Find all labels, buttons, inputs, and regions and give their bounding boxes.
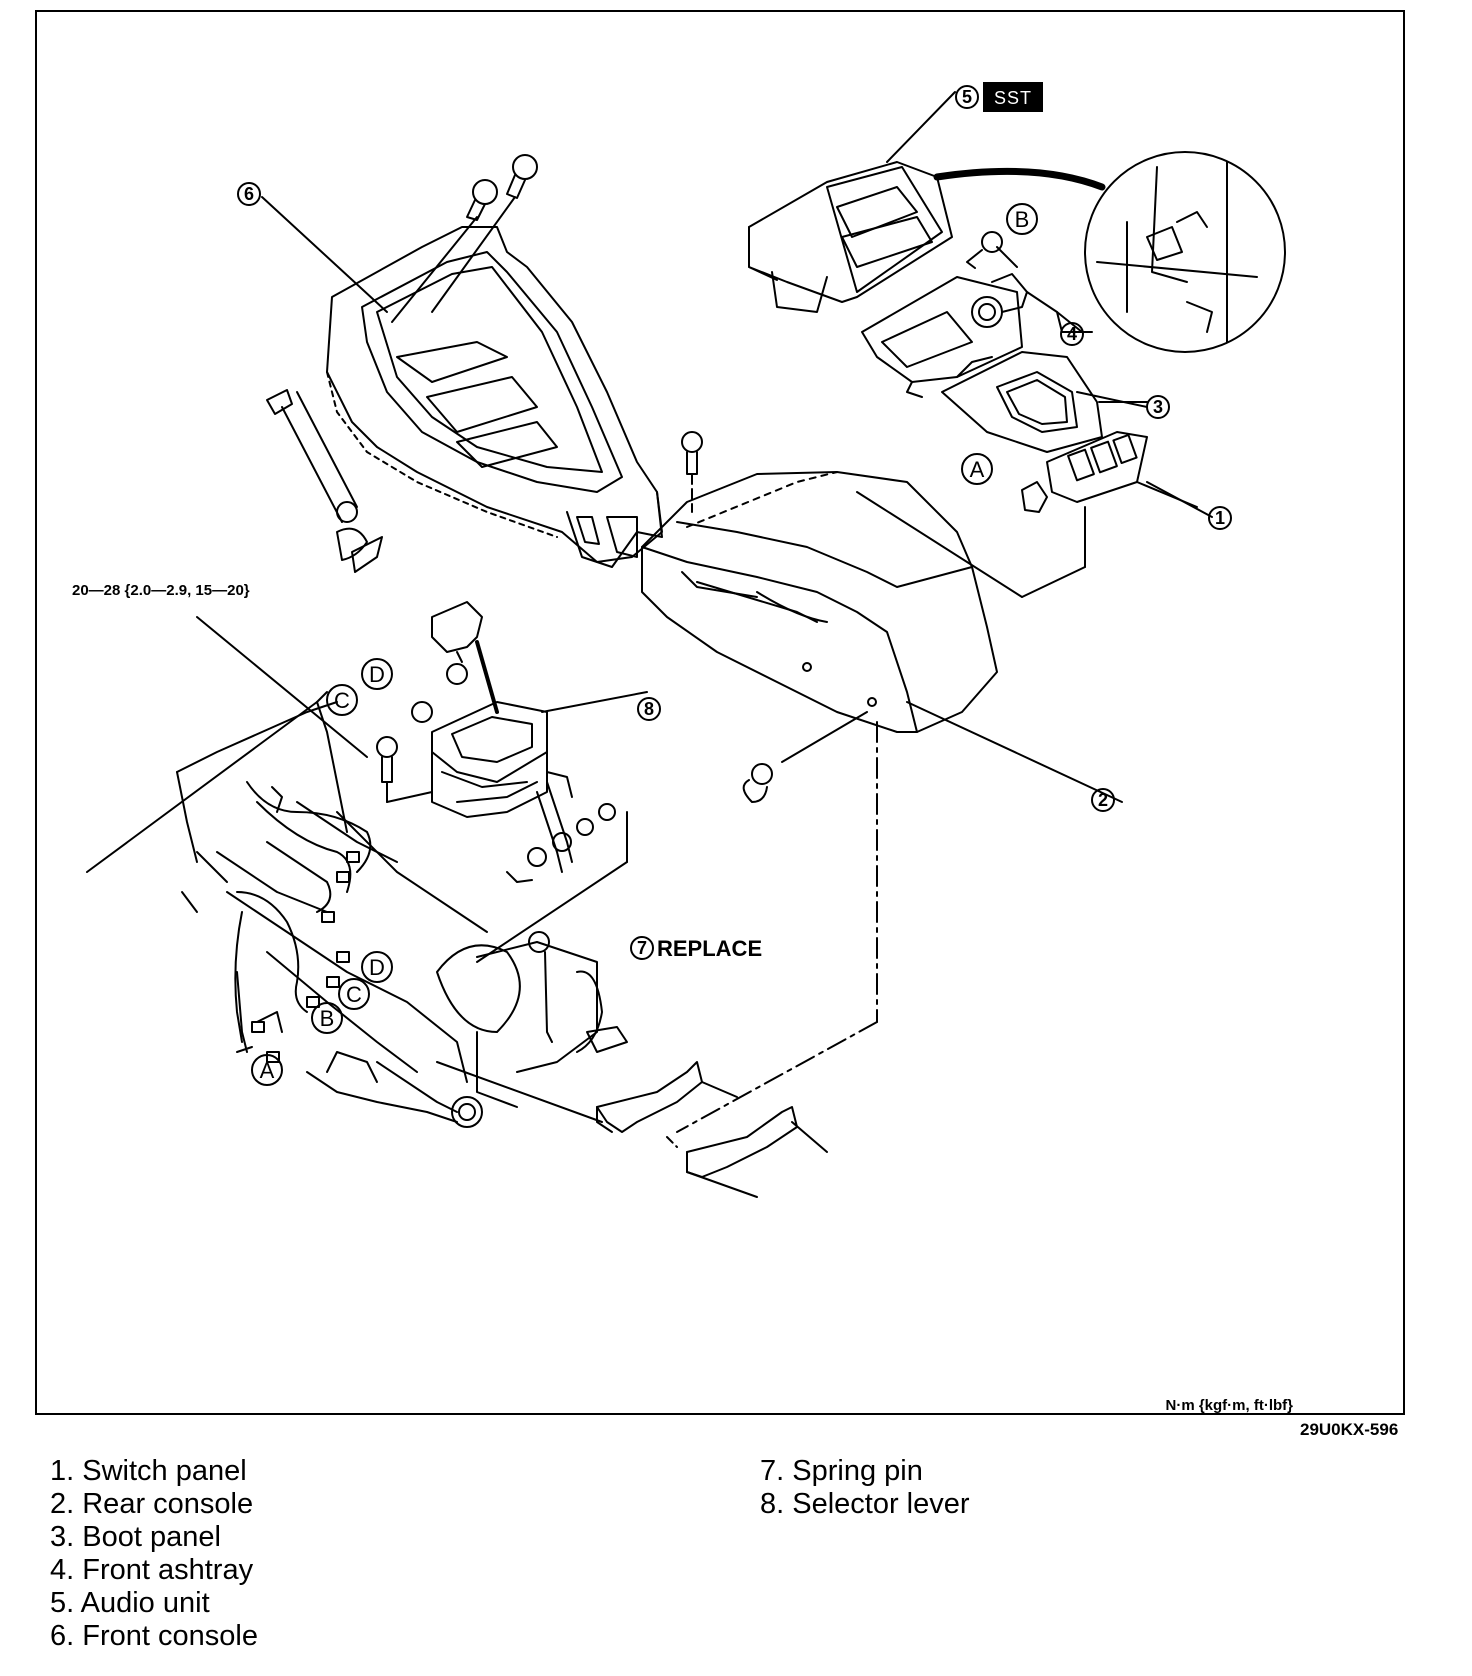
connector-a-bottom: A [260,1058,275,1083]
selector-lever-part [376,601,648,963]
connector-b-top: B [1015,207,1030,232]
callout-6-label: 6 [244,184,254,204]
callout-5-label: 5 [962,87,972,107]
detail-zoom-circle [1084,151,1286,353]
legend-item-front-console: 6. Front console [50,1620,258,1652]
connector-letter-markers: A A B B C C D D [251,203,1038,1086]
front-console-part [326,226,663,568]
front-console-screws [266,154,538,573]
connector-c-top: C [334,688,350,713]
sst-label: SST [994,88,1032,108]
callout-3-label: 3 [1153,397,1163,417]
units-note: N·m {kgf·m, ft·lbf} [1165,1397,1294,1414]
sst-tag [983,82,1043,112]
legend-item-front-ashtray: 4. Front ashtray [50,1554,254,1586]
legend-item-spring-pin: 7. Spring pin [760,1455,923,1487]
connector-b-bottom: B [320,1006,335,1031]
parts-legend-right: 7. Spring pin 8. Selector lever [760,1455,970,1521]
boot-panel-part [941,351,1148,453]
legend-item-rear-console: 2. Rear console [50,1488,254,1520]
floor-tunnel-structure [86,691,878,1198]
callout-7-label: 7 [637,938,647,958]
connector-d-top: D [369,662,385,687]
exploded-view-drawing: 1 2 3 4 5 6 7 8 SST REPLACE 20—28 {2.0—2… [72,82,1286,1198]
legend-item-selector-lever: 8. Selector lever [760,1488,970,1520]
connector-d-bottom: D [369,955,385,980]
torque-spec: 20—28 {2.0—2.9, 15—20} [72,582,250,599]
legend-item-switch-panel: 1. Switch panel [50,1455,247,1487]
diagram-frame: 1 2 3 4 5 6 7 8 SST REPLACE 20—28 {2.0—2… [35,10,1405,1415]
front-ashtray-part [861,231,1093,398]
audio-unit-part [748,91,1106,313]
figure-id: 29U0KX-596 [1300,1420,1399,1439]
callout-1-label: 1 [1215,508,1225,528]
callout-2-label: 2 [1098,790,1108,810]
replace-label: REPLACE [657,936,762,961]
rear-console-screw [681,431,868,803]
rear-console-part [641,471,998,733]
connector-c-bottom: C [346,982,362,1007]
connector-a-top: A [970,457,985,482]
callout-markers: 1 2 3 4 5 6 7 8 SST REPLACE 20—28 {2.0—2… [72,82,1232,961]
callout-leader-lines [196,196,1213,803]
parts-legend-left: 1. Switch panel 2. Rear console 3. Boot … [50,1455,258,1653]
switch-panel-part [856,431,1198,598]
callout-4-label: 4 [1067,324,1077,344]
legend-item-boot-panel: 3. Boot panel [50,1521,221,1553]
legend-item-audio-unit: 5. Audio unit [50,1587,210,1619]
callout-8-label: 8 [644,699,654,719]
